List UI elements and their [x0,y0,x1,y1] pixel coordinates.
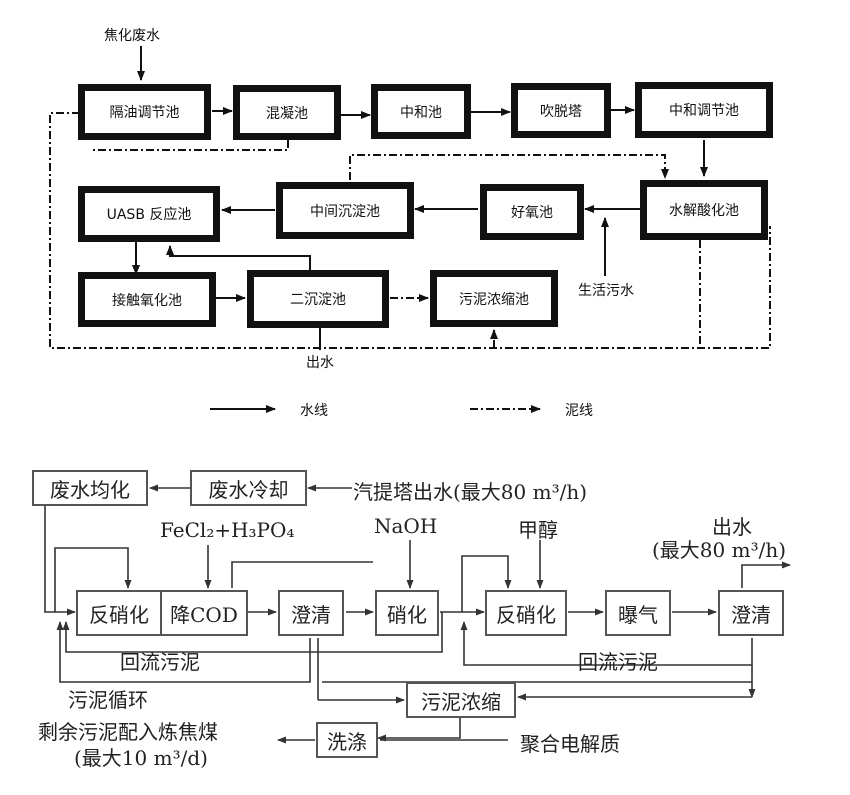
box-wastewater-cooling: 废水冷却 [190,470,307,506]
d1-water-lines [132,46,708,350]
box-contact-oxidation-tank: 接触氧化池 [78,272,216,327]
box-neutralization-regulating-tank: 中和调节池 [635,82,773,138]
box-denitrification-1: 反硝化 [76,590,162,636]
box-nitrification: 硝化 [375,590,439,636]
label-surplus-sludge-max: (最大10 m³/d) [74,746,208,770]
label-sludge-recycle: 污泥循环 [68,688,148,712]
label-surplus-sludge: 剩余污泥配入炼焦煤 [38,720,218,744]
box-washing: 洗涤 [316,722,378,758]
label-stripper-outlet: 汽提塔出水(最大80 m³/h) [353,480,588,504]
label-methanol: 甲醇 [518,518,558,542]
box-sludge-thickening-tank: 污泥浓缩池 [430,270,558,327]
box-intermediate-sedimentation-tank: 中间沉淀池 [276,182,414,239]
d2-lines [44,484,791,744]
label-return-sludge-2: 回流污泥 [578,650,658,674]
box-hydrolysis-acidification-tank: 水解酸化池 [640,180,768,240]
box-aerobic-tank: 好氧池 [480,184,584,240]
box-stripping-tower: 吹脱塔 [511,83,611,138]
label-naoh: NaOH [374,514,438,538]
box-cod-reduction: 降COD [160,590,248,636]
box-coagulation-tank: 混凝池 [233,85,341,140]
box-denitrification-2: 反硝化 [485,590,567,636]
label-outlet: 出水 [306,355,334,371]
label-coking-wastewater: 焦化废水 [104,28,160,44]
box-secondary-sedimentation-tank: 二沉淀池 [247,270,389,328]
box-uasb-reactor: UASB 反应池 [78,186,220,242]
box-aeration: 曝气 [605,590,671,636]
label-outlet-max: (最大80 m³/h) [652,538,787,562]
label-polyelectrolyte: 聚合电解质 [520,732,620,756]
box-wastewater-equalization: 废水均化 [32,470,148,506]
box-oil-separation-tank: 隔油调节池 [78,84,211,140]
legend-sludge-label: 泥线 [565,403,593,419]
d1-sludge-lines [49,112,771,349]
box-clarification-1: 澄清 [278,590,344,636]
box-sludge-thickening: 污泥浓缩 [406,682,516,718]
label-domestic-sewage: 生活污水 [578,283,634,299]
box-neutralization-tank: 中和池 [371,84,471,139]
legend-water-label: 水线 [300,403,328,419]
label-outlet-2: 出水 [712,515,752,539]
label-return-sludge-1: 回流污泥 [120,650,200,674]
box-clarification-2: 澄清 [718,590,784,636]
label-fecl2-h3po4: FeCl₂+H₃PO₄ [160,518,295,542]
